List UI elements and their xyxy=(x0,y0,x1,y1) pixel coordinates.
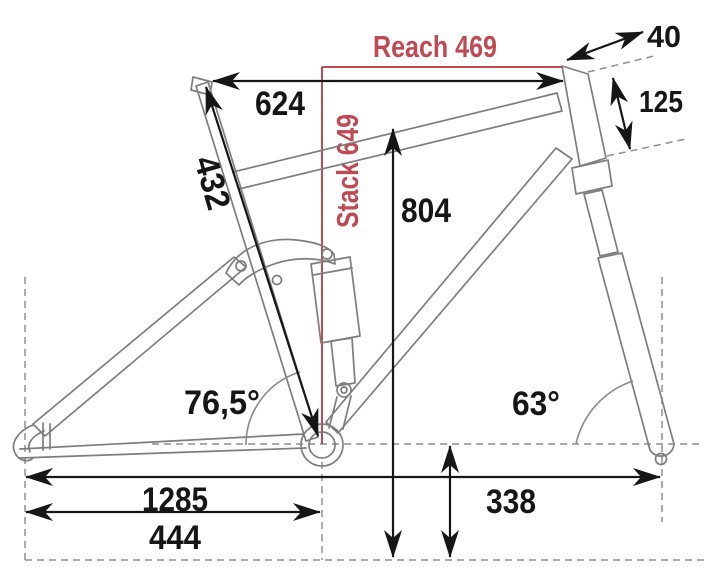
shock-shaft xyxy=(330,337,356,387)
wheelbase-label: 1285 xyxy=(142,481,208,519)
fork-crown xyxy=(571,159,613,195)
head-tube xyxy=(561,65,607,167)
shock-body xyxy=(310,256,361,344)
shock-clevis-left xyxy=(328,396,338,429)
seat-tube-dimension-line xyxy=(204,86,320,437)
rear-dropout-hook xyxy=(12,424,34,462)
chainstay-lower-edge xyxy=(19,447,307,459)
front-axle xyxy=(654,452,668,466)
stack-label: Stack 649 xyxy=(330,114,365,228)
head-tube-bottom-extension-line xyxy=(606,138,687,157)
shock-lower-eyelet xyxy=(336,382,352,398)
standover-label: 804 xyxy=(401,192,451,230)
reference-lines xyxy=(24,54,706,561)
head-tube-top-extension-line xyxy=(587,54,659,73)
bottom-bracket-outer xyxy=(300,423,344,467)
shock-lower-eyelet-bolt xyxy=(340,386,348,394)
dimension-labels: 624 432 804 338 1285 444 40 125 76,5° 63… xyxy=(142,19,683,557)
dimension-lines xyxy=(25,30,661,558)
head-angle-arc xyxy=(575,380,634,445)
fork-stanchion xyxy=(583,189,619,257)
offset-dimension-line xyxy=(566,30,644,62)
head-angle-label: 63° xyxy=(512,385,560,423)
top-tube-label: 624 xyxy=(255,85,305,123)
down-tube xyxy=(325,147,573,434)
bottom-bracket-inner xyxy=(308,431,336,459)
head-tube-dimension-line xyxy=(610,77,633,150)
shock-body-cap xyxy=(312,267,353,276)
offset-label: 40 xyxy=(647,19,681,54)
shock-clevis-right xyxy=(342,395,352,430)
chainstay-upper-edge xyxy=(19,433,305,450)
chainstay-label: 444 xyxy=(149,519,201,557)
reach-label: Reach 469 xyxy=(373,29,497,64)
bb-height-label: 338 xyxy=(486,483,536,521)
head-tube-label: 125 xyxy=(639,84,683,119)
rocker-pivot-middle xyxy=(271,274,283,286)
shock-top-eyelet xyxy=(321,248,333,260)
seat-angle-label: 76,5° xyxy=(184,384,260,422)
